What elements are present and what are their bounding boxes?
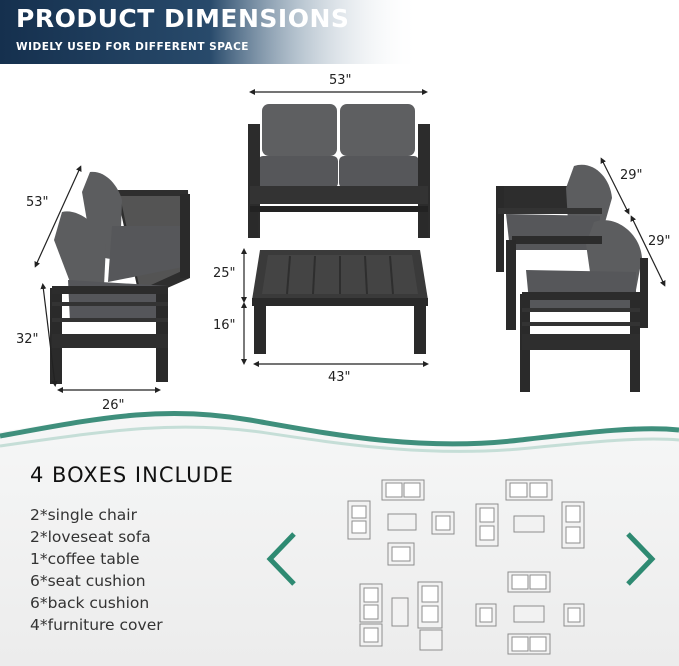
chevron-right-icon[interactable] [622, 530, 660, 588]
page-title: PRODUCT DIMENSIONS [16, 4, 350, 33]
dimension-chair-width-top: 29" [620, 168, 643, 183]
list-item: 1*coffee table [30, 550, 140, 568]
list-item: 6*seat cushion [30, 572, 146, 590]
dimension-chair-height: 32" [16, 332, 39, 347]
dimension-lines [34, 89, 666, 393]
chairs-right [496, 164, 648, 392]
boxes-heading: 4 BOXES INCLUDE [30, 463, 234, 487]
page-subtitle: WIDELY USED FOR DIFFERENT SPACE [16, 41, 249, 53]
title-banner [0, 0, 420, 64]
coffee-table [252, 250, 428, 354]
list-item: 4*furniture cover [30, 616, 163, 634]
dimension-chair-width-side: 29" [648, 234, 671, 249]
list-item: 6*back cushion [30, 594, 150, 612]
dimension-table-total-height: 25" [213, 266, 236, 281]
list-item: 2*single chair [30, 506, 137, 524]
dimension-chair-depth: 26" [102, 398, 125, 413]
dimension-loveseat-width: 53" [329, 73, 352, 88]
box-contents-list: 2*single chair 2*loveseat sofa 1*coffee … [30, 504, 163, 636]
box-layout-diagram [347, 479, 585, 655]
dimension-table-height: 16" [213, 318, 236, 333]
chevron-left-icon[interactable] [262, 530, 300, 588]
list-item: 2*loveseat sofa [30, 528, 151, 546]
light-wave [0, 425, 679, 453]
loveseat-front [248, 104, 430, 238]
dimension-left-sofa-length: 53" [26, 195, 49, 210]
lower-panel [0, 411, 679, 666]
dimension-table-length: 43" [328, 370, 351, 385]
sofa-left [50, 171, 190, 384]
green-wave [0, 410, 679, 447]
